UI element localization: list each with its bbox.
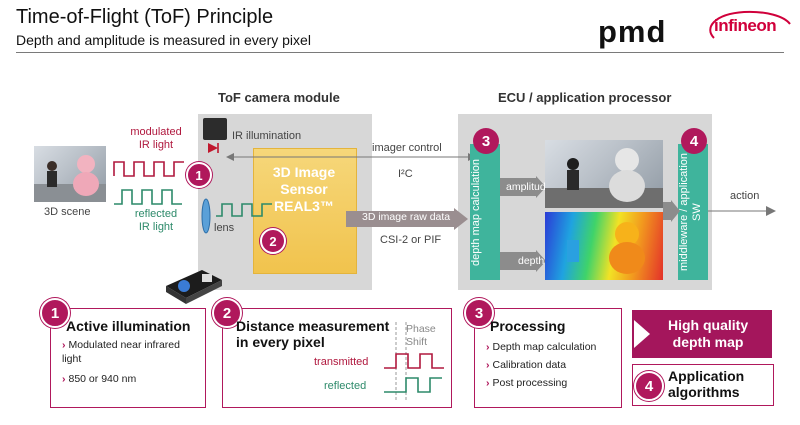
reflected-label: reflected IR light — [124, 208, 188, 234]
chevron-icon: › — [62, 339, 66, 351]
card-2-title: Distance measurement in every pixel — [236, 318, 389, 350]
amplitude-label: amplitude — [506, 181, 552, 193]
pmd-logo: pmd — [598, 14, 667, 49]
high-quality-depth-map: High quality depth map — [632, 310, 772, 358]
camera-module-icon — [166, 270, 222, 304]
card-distance-measurement — [222, 308, 452, 408]
raw-data-label: 3D image raw data — [362, 211, 451, 223]
card-3-bullet-2-text: Calibration data — [492, 359, 567, 371]
transmitted-label: transmitted — [314, 356, 369, 368]
card-2-title-line2: in every pixel — [236, 334, 325, 350]
infineon-logo-swoosh — [709, 10, 791, 39]
high-quality-line1: High quality — [668, 317, 749, 333]
phase-shift-label: Phase Shift — [406, 323, 436, 349]
sensor-label-line1: 3D Image — [272, 164, 336, 180]
phase-shift-line2: Shift — [406, 336, 428, 348]
card-2-badge: 2 — [212, 298, 242, 328]
i2c-label: I²C — [398, 168, 413, 180]
card-1-title: Active illumination — [66, 318, 191, 334]
page-subtitle: Depth and amplitude is measured in every… — [16, 32, 311, 48]
ir-led-icon — [203, 118, 227, 140]
card-1-badge: 1 — [40, 298, 70, 328]
card-3-bullet-3: ›Post processing — [486, 376, 567, 390]
camera-module-title: ToF camera module — [218, 90, 340, 105]
card-1-bullet-2: ›850 or 940 nm — [62, 372, 200, 386]
card-1-bullet-1: ›Modulated near infrared light — [62, 338, 200, 366]
card-3-title: Processing — [490, 318, 566, 334]
step-2-badge: 2 — [260, 228, 286, 254]
chevron-icon: › — [62, 373, 66, 385]
chevron-icon: › — [486, 359, 490, 371]
phase-shift-line1: Phase — [406, 323, 436, 335]
diode-icon — [208, 143, 219, 153]
depth-label: depth — [518, 255, 545, 267]
card-1-bullet-2-text: 850 or 940 nm — [68, 373, 137, 385]
interface-label: CSI-2 or PIF — [380, 234, 442, 246]
amplitude-figures-icon — [545, 148, 663, 208]
infineon-logo: infineon — [714, 16, 777, 35]
reflected-label-line2: IR light — [138, 221, 174, 233]
step-4-badge: 4 — [681, 128, 707, 154]
amplitude-image — [545, 140, 663, 208]
action-arrow — [708, 206, 776, 216]
sensor-label-line3: REAL3™ — [274, 198, 334, 214]
depth-figures-icon — [567, 222, 645, 274]
step-1-badge: 1 — [186, 162, 212, 188]
reflected-card-wave — [384, 377, 442, 393]
step-3-badge: 3 — [473, 128, 499, 154]
phase-shift-diagram — [384, 322, 444, 400]
high-quality-label: High quality depth map — [668, 317, 748, 351]
sensor-label: 3D Image Sensor REAL3™ — [253, 164, 355, 215]
card-3-badge: 3 — [464, 298, 494, 328]
reflected-wave — [114, 189, 182, 205]
reflected-label-line1: reflected — [134, 208, 178, 220]
transmitted-wave — [384, 353, 444, 369]
action-label: action — [730, 190, 760, 202]
play-arrow-icon — [634, 320, 650, 348]
card-3-bullet-3-text: Post processing — [492, 377, 568, 389]
card-3-bullet-1: ›Depth map calculation — [486, 340, 596, 354]
high-quality-line2: depth map — [672, 334, 744, 350]
modulated-label-line2: IR light — [138, 139, 174, 151]
card-4-badge: 4 — [634, 371, 664, 401]
card-3-bullet-1-text: Depth map calculation — [492, 341, 597, 353]
header-divider — [16, 52, 784, 53]
chevron-icon: › — [486, 377, 490, 389]
card-2-title-line1: Distance measurement — [236, 318, 390, 334]
ecu-title: ECU / application processor — [498, 90, 672, 105]
page-title: Time-of-Flight (ToF) Principle — [16, 6, 274, 28]
scene-label: 3D scene — [44, 206, 91, 218]
card-3-bullet-2: ›Calibration data — [486, 358, 566, 372]
modulated-wave — [113, 161, 184, 177]
card-1-bullet-1-text: Modulated near infrared light — [62, 339, 180, 365]
depth-calc-block — [470, 144, 500, 280]
lens-icon — [201, 198, 211, 234]
depth-image — [545, 212, 663, 280]
chevron-icon: › — [486, 341, 490, 353]
ir-illumination-label: IR illumination — [232, 130, 302, 142]
raw-data-arrow — [346, 208, 468, 230]
card-active-illumination — [50, 308, 206, 408]
to-middleware-arrow — [663, 200, 680, 222]
modulated-label: modulated IR light — [124, 126, 188, 152]
imager-control-label: imager control — [372, 142, 442, 154]
scene-figures-icon — [34, 155, 106, 202]
depth-calc-label: depth map calculation — [470, 158, 482, 266]
lens-label: lens — [214, 222, 235, 234]
depth-arrow — [500, 250, 546, 272]
ir-waves — [113, 161, 184, 205]
card-4-title-line2: algorithms — [668, 384, 740, 400]
card-4-title-line1: Application — [668, 368, 745, 384]
card-processing — [474, 308, 622, 408]
card-4-title: Application algorithms — [668, 368, 744, 400]
scene-photo — [34, 146, 106, 202]
middleware-label: middleware / application SW — [678, 153, 703, 272]
reflected-card-label: reflected — [324, 380, 367, 392]
amplitude-arrow — [500, 176, 546, 198]
modulated-label-line1: modulated — [130, 126, 182, 138]
sensor-label-line2: Sensor — [280, 181, 328, 197]
incoming-wave — [216, 203, 272, 217]
middleware-block — [678, 144, 708, 280]
